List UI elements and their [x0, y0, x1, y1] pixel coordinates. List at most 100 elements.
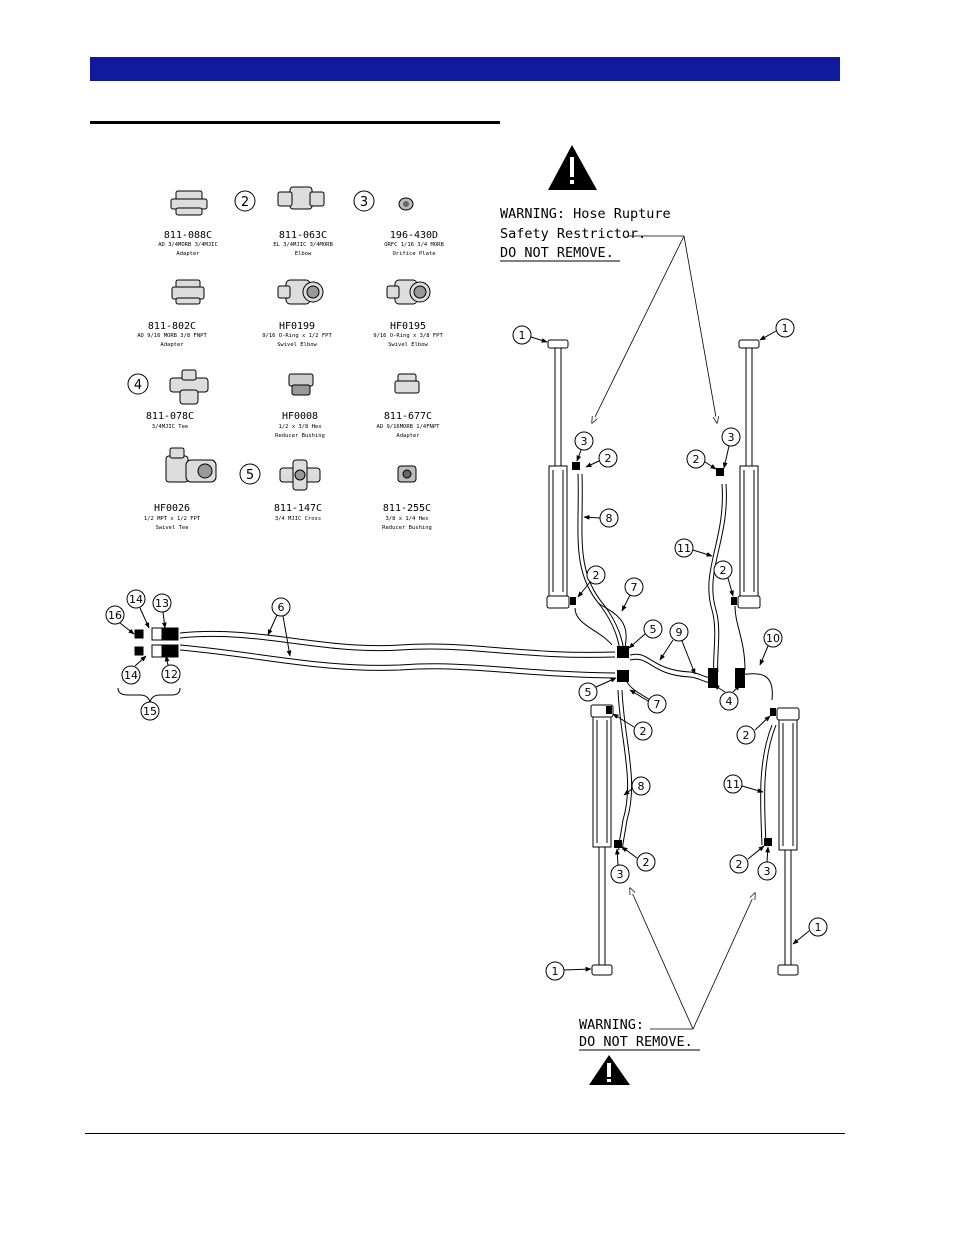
- part-hf0199: HF0199 9/16 O-Ring x 1/2 FPT Swivel Elbo…: [262, 279, 332, 348]
- svg-text:5: 5: [585, 686, 592, 699]
- callout-label: 4: [134, 378, 142, 393]
- part-type: Swivel Tee: [155, 525, 188, 531]
- orifice-plate-icon: [398, 197, 414, 211]
- parts-legend: 811-088C AD 3/4MORB 3/4MJIC Adapter 2 81…: [127, 186, 444, 531]
- svg-text:2: 2: [640, 725, 647, 738]
- quick-couplers: [134, 627, 179, 658]
- elbow-bottom-left: [606, 706, 612, 714]
- svg-text:5: 5: [650, 623, 657, 636]
- callout-12: 12: [161, 655, 181, 684]
- part-type: Swivel Elbow: [388, 342, 428, 348]
- part-811-802c: 811-802C AD 9/16 MORB 3/8 FNPT Adapter: [137, 279, 207, 348]
- svg-text:7: 7: [654, 698, 661, 711]
- callout-1: 1: [512, 325, 548, 345]
- part-811-147c: 5 811-147C 3/4 MJIC Cross: [239, 459, 322, 522]
- svg-text:2: 2: [743, 729, 750, 742]
- warning-line-3: DO NOT REMOVE.: [500, 245, 614, 261]
- part-type: Orifice Plate: [392, 251, 435, 257]
- part-desc: 1/2 x 3/8 Hex: [278, 424, 322, 430]
- part-hf0008: HF0008 1/2 x 3/8 Hex Reducer Bushing: [275, 373, 325, 439]
- callout-label: 3: [360, 195, 368, 210]
- svg-text:7: 7: [631, 581, 638, 594]
- callout-9: 9: [659, 622, 696, 675]
- part-desc: AD 9/16MORB 1/4FNPT: [377, 424, 441, 430]
- svg-text:2: 2: [693, 453, 700, 466]
- callout-label: 5: [246, 468, 254, 483]
- part-type: Swivel Elbow: [277, 342, 317, 348]
- part-desc: 9/16 O-Ring x 3/8 FPT: [373, 333, 443, 339]
- svg-text:1: 1: [519, 329, 526, 342]
- callout-8: 8: [623, 776, 651, 796]
- svg-text:6: 6: [278, 601, 285, 614]
- callout-3: 3: [610, 848, 630, 884]
- cross-fitting-upper: [617, 646, 629, 658]
- part-number: HF0199: [279, 321, 315, 332]
- part-desc: 9/16 O-Ring x 1/2 FPT: [262, 333, 332, 339]
- leader-arrow: [592, 235, 685, 423]
- callout-15: 15: [140, 701, 160, 721]
- footer-rule: [85, 1133, 845, 1134]
- callout-circle: [353, 190, 375, 212]
- part-number: HF0195: [390, 321, 426, 332]
- cylinder-bottom-right: [776, 707, 800, 976]
- svg-text:3: 3: [728, 431, 735, 444]
- svg-text:1: 1: [815, 921, 822, 934]
- callout-4: 4: [713, 684, 741, 711]
- svg-text:1: 1: [782, 322, 789, 335]
- leader-arrow: [692, 893, 755, 1030]
- part-type: Adapter: [160, 342, 184, 348]
- svg-text:16: 16: [108, 609, 122, 622]
- warning-line-1: WARNING: Hose Rupture: [500, 206, 671, 222]
- tee-fitting-left: [708, 668, 718, 688]
- part-desc: 3/4MJIC Tee: [152, 424, 188, 430]
- swivel-elbow-icon: [277, 279, 324, 305]
- callout-1: 1: [759, 318, 795, 341]
- orifice-top-right: [716, 468, 724, 476]
- part-desc: AD 9/16 MORB 3/8 FNPT: [137, 333, 207, 339]
- callout-2: 2: [612, 713, 653, 741]
- part-196-430d: 3 196-430D ORFC 1/16 3/4 MORB Orifice Pl…: [353, 190, 444, 257]
- part-number: 196-430D: [390, 230, 438, 241]
- adapter-icon: [394, 373, 420, 394]
- svg-text:2: 2: [593, 569, 600, 582]
- part-type: Reducer Bushing: [382, 525, 432, 531]
- callout-16: 16: [105, 605, 135, 635]
- part-number: 811-088C: [164, 230, 212, 241]
- part-desc: ORFC 1/16 3/4 MORB: [384, 242, 444, 248]
- callout-3: 3: [574, 431, 594, 462]
- part-number: 811-255C: [383, 503, 431, 514]
- part-number: HF0008: [282, 411, 318, 422]
- callout-circle: [127, 373, 149, 395]
- callout-1: 1: [792, 917, 828, 945]
- swivel-tee-icon: [165, 447, 217, 483]
- svg-text:2: 2: [720, 564, 727, 577]
- elbow-icon: [277, 186, 325, 210]
- callout-2: 2: [729, 845, 765, 874]
- svg-text:4: 4: [726, 695, 733, 708]
- callout-2: 2: [686, 449, 717, 470]
- warning-line-2: Safety Restrictor.: [500, 226, 646, 242]
- cylinder-bottom-left: [590, 704, 614, 976]
- svg-text:3: 3: [617, 868, 624, 881]
- warning-line-2: DO NOT REMOVE.: [579, 1034, 693, 1050]
- callout-7: 7: [629, 689, 667, 714]
- part-number: 811-063C: [279, 230, 327, 241]
- callout-5: 5: [578, 677, 617, 702]
- part-811-078c: 4 811-078C 3/4MJIC Tee: [127, 369, 209, 430]
- callout-14: 14: [121, 655, 147, 685]
- svg-text:14: 14: [129, 593, 143, 606]
- callout-7: 7: [621, 577, 644, 612]
- svg-text:1: 1: [552, 965, 559, 978]
- part-811-063c: 2 811-063C EL 3/4MJIC 3/4MORB Elbow: [234, 186, 333, 257]
- part-number: 811-147C: [274, 503, 322, 514]
- callout-14: 14: [126, 589, 150, 629]
- part-type: Adapter: [176, 251, 200, 257]
- warning-bottom: WARNING: DO NOT REMOVE.: [579, 888, 755, 1085]
- part-type: Adapter: [396, 433, 420, 439]
- svg-text:2: 2: [643, 856, 650, 869]
- svg-text:10: 10: [766, 632, 780, 645]
- callout-2: 2: [736, 715, 771, 745]
- svg-text:11: 11: [677, 542, 691, 555]
- elbow-top-left: [570, 597, 576, 605]
